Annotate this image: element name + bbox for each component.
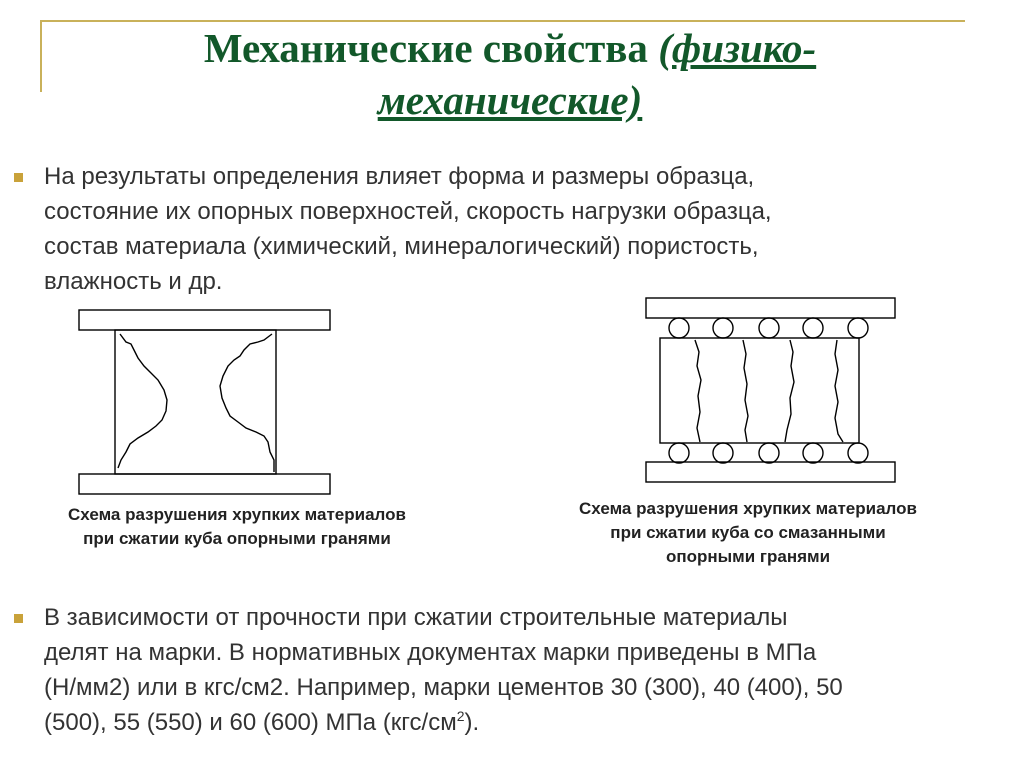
bullet-marker-icon <box>14 614 23 623</box>
decorative-frame-top <box>40 20 965 22</box>
figure-1-caption: Схема разрушения хрупких материалов при … <box>0 503 474 551</box>
title-main: Механические свойства <box>203 25 659 71</box>
vertical-crack-4 <box>834 339 844 443</box>
bottom-press-plate <box>78 473 331 495</box>
decorative-frame-left <box>40 20 42 92</box>
bullet-2-line-2: делят на марки. В нормативных документах… <box>44 639 817 666</box>
bullet-1-line-3: состав материала (химический, минералоги… <box>44 233 759 260</box>
left-fracture-line <box>117 333 168 469</box>
cube-specimen <box>659 337 860 444</box>
bullet-1-line-4: влажность и др. <box>44 268 223 295</box>
bullet-2-line-4-main: (500), 55 (550) и 60 (600) МПа (кгс/см <box>44 709 457 736</box>
bullet-2-line-4-end: ). <box>464 709 480 736</box>
bullet-2-line-1: В зависимости от прочности при сжатии ст… <box>44 604 788 631</box>
bottom-rollers <box>668 442 869 464</box>
bullet-1-line-2: состояние их опорных поверхностей, скоро… <box>44 198 772 225</box>
bottom-press-plate <box>645 461 896 483</box>
vertical-crack-3 <box>784 339 795 443</box>
top-press-plate <box>645 297 896 319</box>
figure-2-caption: Схема разрушения хрупких материалов при … <box>500 497 996 569</box>
figure-cube-compression-friction <box>78 309 331 495</box>
figure-cube-compression-lubricated <box>645 297 896 483</box>
figure-2-caption-line-1: Схема разрушения хрупких материалов <box>579 499 917 518</box>
cube-specimen <box>114 329 277 475</box>
vertical-crack-2 <box>742 339 749 443</box>
figure-2-caption-line-3: опорными гранями <box>665 547 831 566</box>
superscript-2: 2 <box>456 708 465 724</box>
bullet-marker-icon <box>14 173 23 182</box>
slide-title: Механические свойства (физико- механичес… <box>60 22 960 126</box>
figure-1-caption-line-2: при сжатии куба опорными гранями <box>83 529 391 548</box>
vertical-crack-1 <box>694 339 702 443</box>
title-paren-line1: (физико- <box>658 25 817 71</box>
bullet-text-2: В зависимости от прочности при сжатии ст… <box>44 600 994 740</box>
right-fracture-line <box>219 333 275 472</box>
bullet-2-line-4: (500), 55 (550) и 60 (600) МПа (кгс/см2)… <box>44 705 994 740</box>
top-rollers <box>668 317 869 339</box>
bullet-1-line-1: На результаты определения влияет форма и… <box>44 163 755 190</box>
top-press-plate <box>78 309 331 331</box>
figure-1-caption-line-1: Схема разрушения хрупких материалов <box>68 505 406 524</box>
figure-2-caption-line-2: при сжатии куба со смазанными <box>610 523 886 542</box>
bullet-text-1: На результаты определения влияет форма и… <box>44 159 994 299</box>
bullet-2-line-3: (Н/мм2) или в кгс/см2. Например, марки ц… <box>44 674 843 701</box>
title-paren-line2: механические) <box>377 77 643 123</box>
